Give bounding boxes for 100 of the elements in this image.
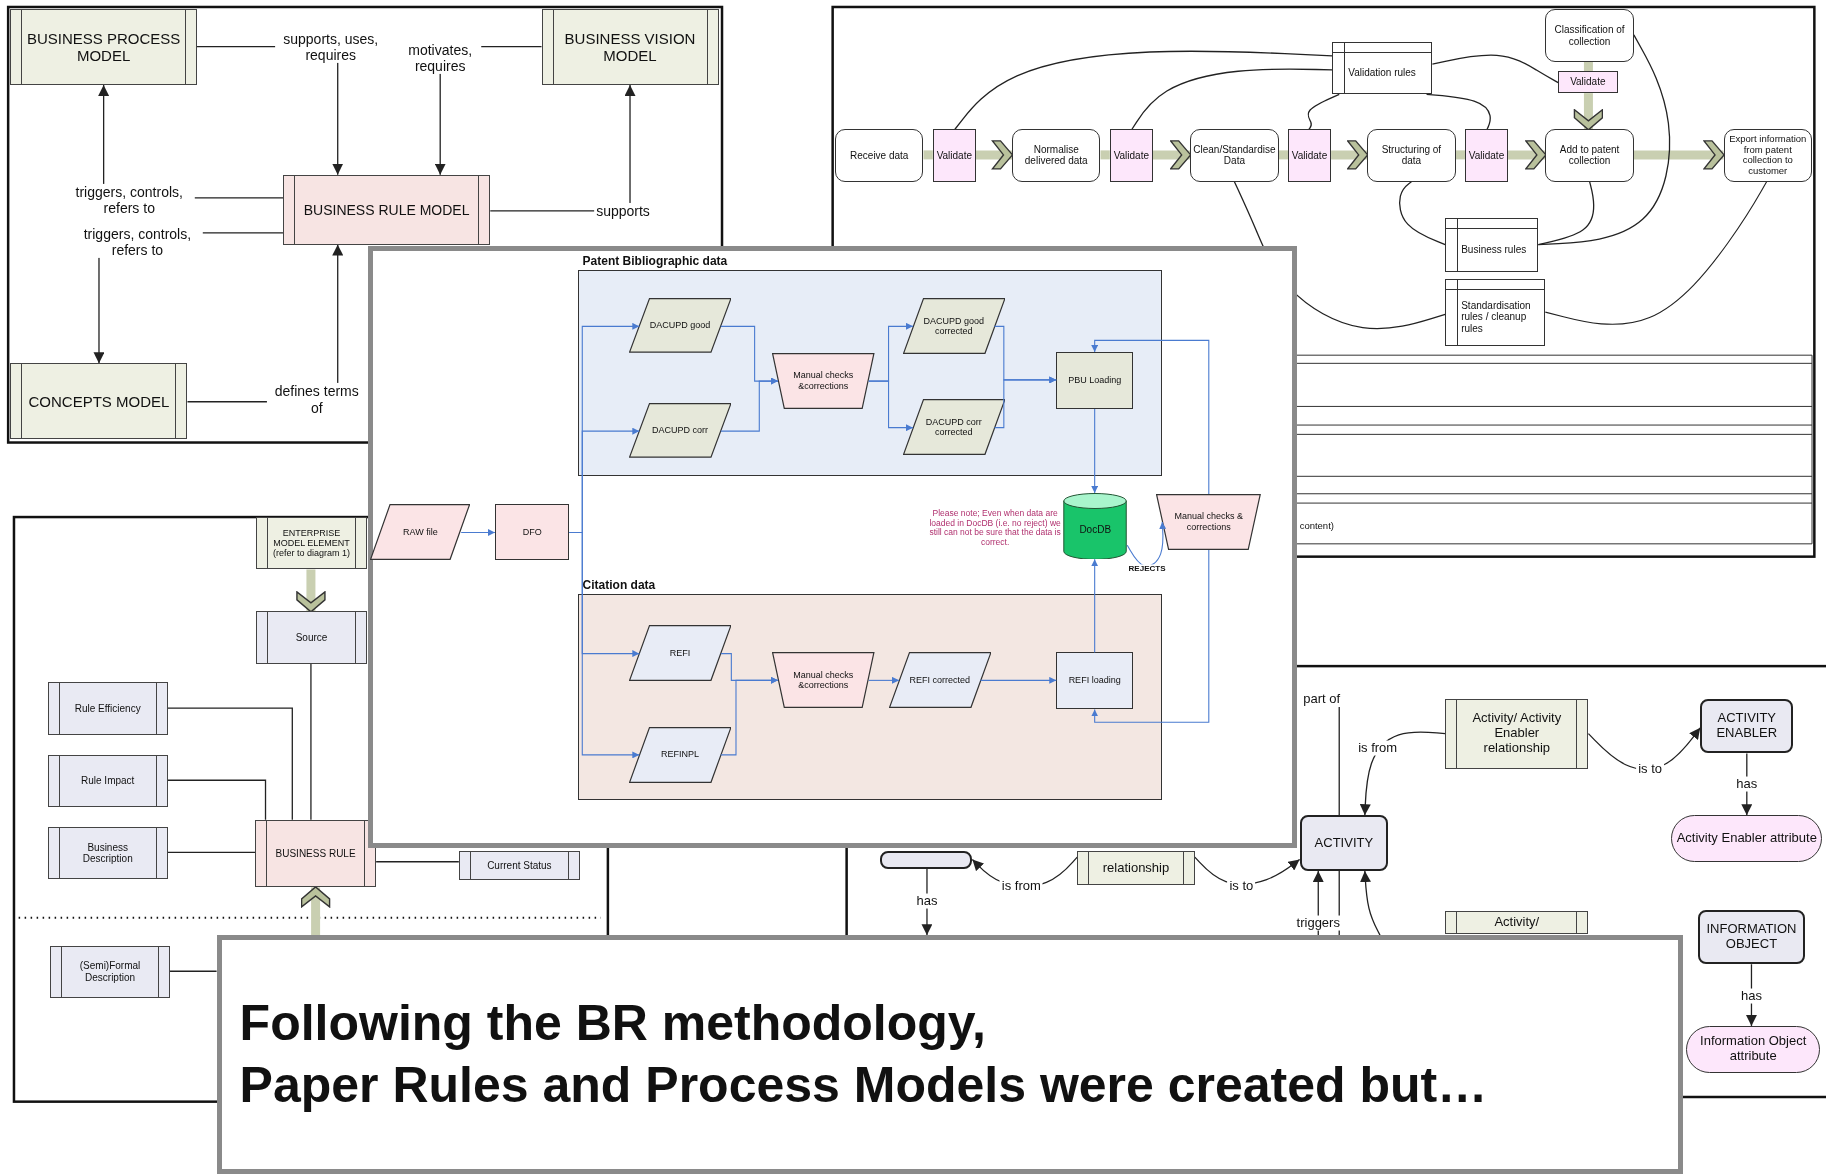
- model-box: [1445, 698, 1589, 769]
- arrow: [1091, 339, 1210, 495]
- box-label: RAW file: [403, 527, 438, 538]
- entity-box: [1299, 815, 1389, 872]
- connector-line: [310, 663, 312, 821]
- connector-line: [954, 50, 1333, 130]
- connector-line: [169, 970, 218, 972]
- box-label: BUSINESS PROCESS MODEL: [25, 29, 182, 65]
- edge-label: has: [914, 893, 940, 909]
- box-label: Manual checks & corrections: [1173, 511, 1245, 533]
- rules-table: [1445, 279, 1546, 346]
- connector-line: [167, 851, 256, 854]
- model-box: [10, 363, 188, 439]
- box-label: Validate: [1468, 149, 1505, 162]
- note-text: Please note; Even when data are loaded in DocDB (i.e. no reject) we still can not be sure that the data is correct.: [928, 508, 1062, 548]
- slide-panel: [216, 935, 1683, 1174]
- connector-line: [1431, 54, 1559, 84]
- process-box: [1190, 129, 1279, 182]
- arrow: [1091, 408, 1099, 494]
- attribute-pill: [1686, 1025, 1821, 1073]
- group-heading: Citation data: [582, 578, 656, 593]
- process-box: [1056, 351, 1134, 409]
- connector-line: [167, 707, 293, 821]
- box-label: Validate: [936, 149, 973, 162]
- box-label: PBU Loading: [1068, 375, 1122, 386]
- group-heading: Patent Bibliographic data: [582, 255, 728, 269]
- entity-box: [47, 826, 168, 880]
- box-label: Validate: [1113, 149, 1150, 162]
- model-box: [541, 9, 719, 85]
- slide-panel: [368, 245, 1298, 848]
- box-label: DocDB: [1079, 524, 1112, 536]
- arrow: [868, 380, 914, 431]
- arrow: [1359, 731, 1446, 816]
- validate-box: [1558, 71, 1618, 94]
- box-label: ACTIVITY ENABLER: [1715, 711, 1779, 741]
- connector-line: [1338, 706, 1340, 816]
- box-label: Manual checks &corrections: [792, 370, 855, 392]
- box-label: ENTERPRISE MODEL ELEMENT (refer to diagram 1): [272, 527, 351, 559]
- entity-box: [256, 611, 367, 664]
- box-label: Clean/Standardise Data: [1193, 143, 1276, 167]
- connector-line: [1131, 68, 1333, 130]
- process-box: [1545, 129, 1634, 182]
- arrow: [1091, 558, 1099, 653]
- box-label: Business rules: [1461, 243, 1527, 256]
- box-label: DACUPD good corrected: [922, 315, 985, 337]
- box-label: BUSINESS VISION MODEL: [563, 29, 697, 65]
- arrow: [1360, 870, 1381, 936]
- connector-line: [1307, 93, 1340, 130]
- box-label: Validation rules: [1348, 66, 1416, 79]
- connector-line: [1399, 181, 1446, 246]
- box-label: Source: [295, 631, 328, 644]
- box-label: Classification of collection: [1553, 24, 1626, 47]
- model-box: [256, 517, 367, 570]
- box-label: Export information from patent collection to customer: [1728, 133, 1808, 178]
- box-label: Information Object attribute: [1699, 1034, 1808, 1065]
- entity-box: [1697, 909, 1805, 965]
- rules-table: [1445, 217, 1539, 273]
- edge-label: is from: [1356, 740, 1400, 756]
- box-label: CONCEPTS MODEL: [28, 392, 170, 410]
- box-label: Activity/ Activity Enabler relationship: [1471, 711, 1563, 757]
- box-label: Structuring of data: [1380, 143, 1443, 167]
- box-label: REFINPL: [661, 749, 700, 760]
- box-label: Receive data: [850, 149, 909, 162]
- box-label: REFI: [669, 648, 691, 659]
- box-label: Add to patent collection: [1558, 143, 1621, 167]
- arrow: [460, 528, 496, 536]
- process-box: [1056, 652, 1134, 710]
- edge-label: has: [1734, 776, 1760, 792]
- box-label: BUSINESS RULE MODEL: [303, 201, 470, 218]
- connector-line: [375, 861, 460, 863]
- entity-box: [47, 754, 168, 807]
- slide-text: Paper Rules and Process Models were created but…: [239, 1056, 1488, 1116]
- box-label: Current Status: [487, 860, 552, 872]
- process-box: [1545, 9, 1634, 62]
- validate-box: [932, 129, 976, 182]
- edge-label: supports: [594, 202, 652, 219]
- box-label: DACUPD corr corrected: [924, 417, 983, 438]
- box-label: Activity Enabler attribute: [1676, 831, 1817, 846]
- model-box: [282, 174, 491, 245]
- edge-label: triggers: [1294, 916, 1342, 931]
- box-label: relationship: [1102, 860, 1170, 876]
- box-label: REFI loading: [1068, 675, 1121, 686]
- box-label: Rule Efficiency: [74, 702, 141, 715]
- box-label: DACUPD good: [649, 320, 711, 331]
- box-label: Standardisation rules / cleanup rules: [1461, 299, 1532, 335]
- validate-box: [1465, 129, 1509, 182]
- entity-box: [880, 851, 973, 869]
- box-label: Activity/: [1494, 914, 1540, 930]
- box-label: DFO: [522, 527, 542, 538]
- rules-table: [1332, 41, 1433, 95]
- arrow: [993, 376, 1057, 428]
- box-label: DACUPD corr: [652, 425, 709, 436]
- entity-box: [47, 682, 168, 735]
- process-box: [494, 504, 570, 561]
- model-box: [1445, 910, 1589, 934]
- connector-line: [1425, 93, 1491, 130]
- box-label: BUSINESS RULE: [275, 847, 356, 860]
- validate-box: [1287, 129, 1332, 182]
- box-label: Validate: [1291, 149, 1328, 162]
- arrow: [868, 676, 900, 684]
